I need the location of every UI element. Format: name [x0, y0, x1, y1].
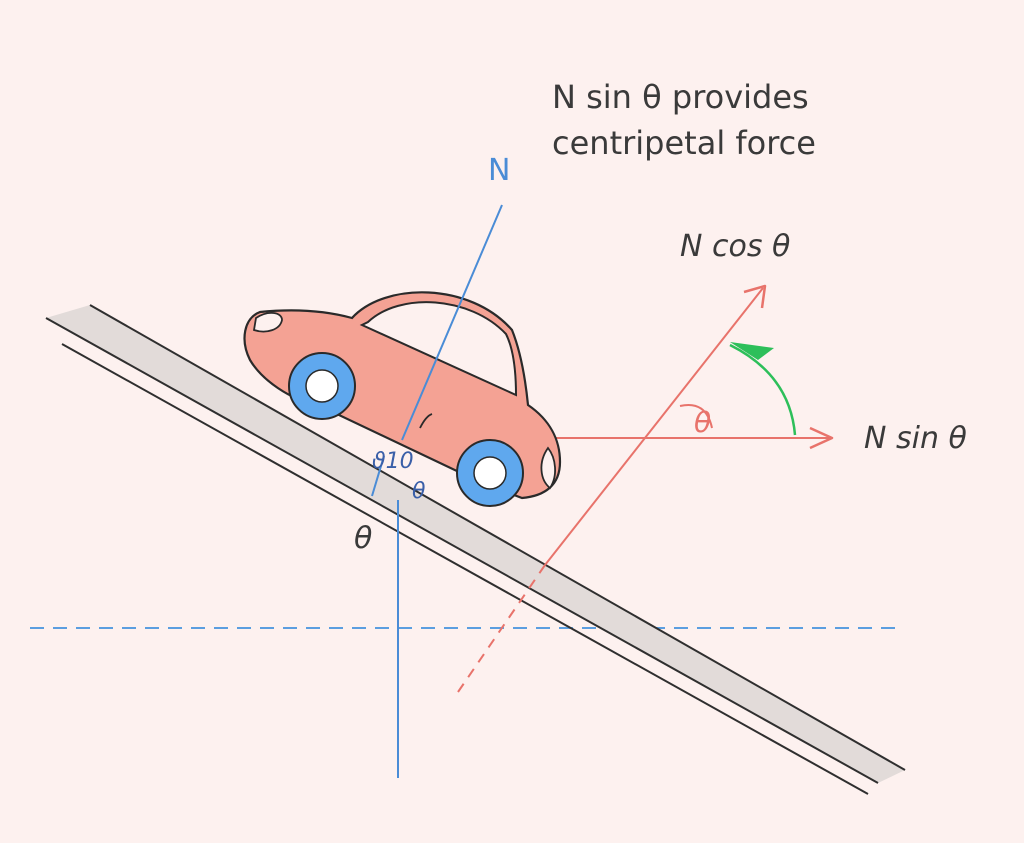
contact-angle-label: ϑ10: [372, 449, 414, 474]
car-front-wheel-hub: [305, 369, 339, 403]
n-cos-arrow-head: [743, 284, 767, 309]
angle-mark-red-arc: [679, 404, 713, 429]
contact-point-tick: [419, 413, 433, 429]
ramp-theta-label: θ: [354, 521, 372, 556]
car-window: [359, 301, 518, 397]
n-cos-arrow-dashed-extension: [457, 564, 546, 693]
car: [243, 291, 562, 507]
car-rear-wheel-hub: [473, 456, 507, 490]
normal-force-line: [401, 204, 503, 441]
ramp-angle-tick: [371, 455, 385, 497]
normal-force-label: N: [488, 153, 510, 188]
banked-road-surface: [46, 305, 905, 783]
n-sin-arrow-head: [809, 426, 834, 450]
angle-arc-green: [729, 343, 797, 436]
car-headlight: [252, 312, 283, 333]
arrow-angle-theta-label: θ: [694, 406, 711, 439]
contact-theta-label: θ: [412, 479, 426, 504]
caption-line-1: N sin θ provides: [552, 78, 809, 116]
n-sin-theta-label: N sin θ: [864, 421, 967, 456]
road-top-edge: [45, 317, 879, 784]
angle-arc-arrowhead: [730, 342, 774, 360]
road-upper-edge: [89, 304, 906, 771]
n-cos-arrow-shaft: [544, 287, 764, 566]
n-cos-theta-label: N cos θ: [680, 229, 790, 264]
road-bottom-edge: [61, 343, 869, 795]
car-taillight: [540, 446, 556, 490]
caption-line-2: centripetal force: [552, 124, 816, 162]
